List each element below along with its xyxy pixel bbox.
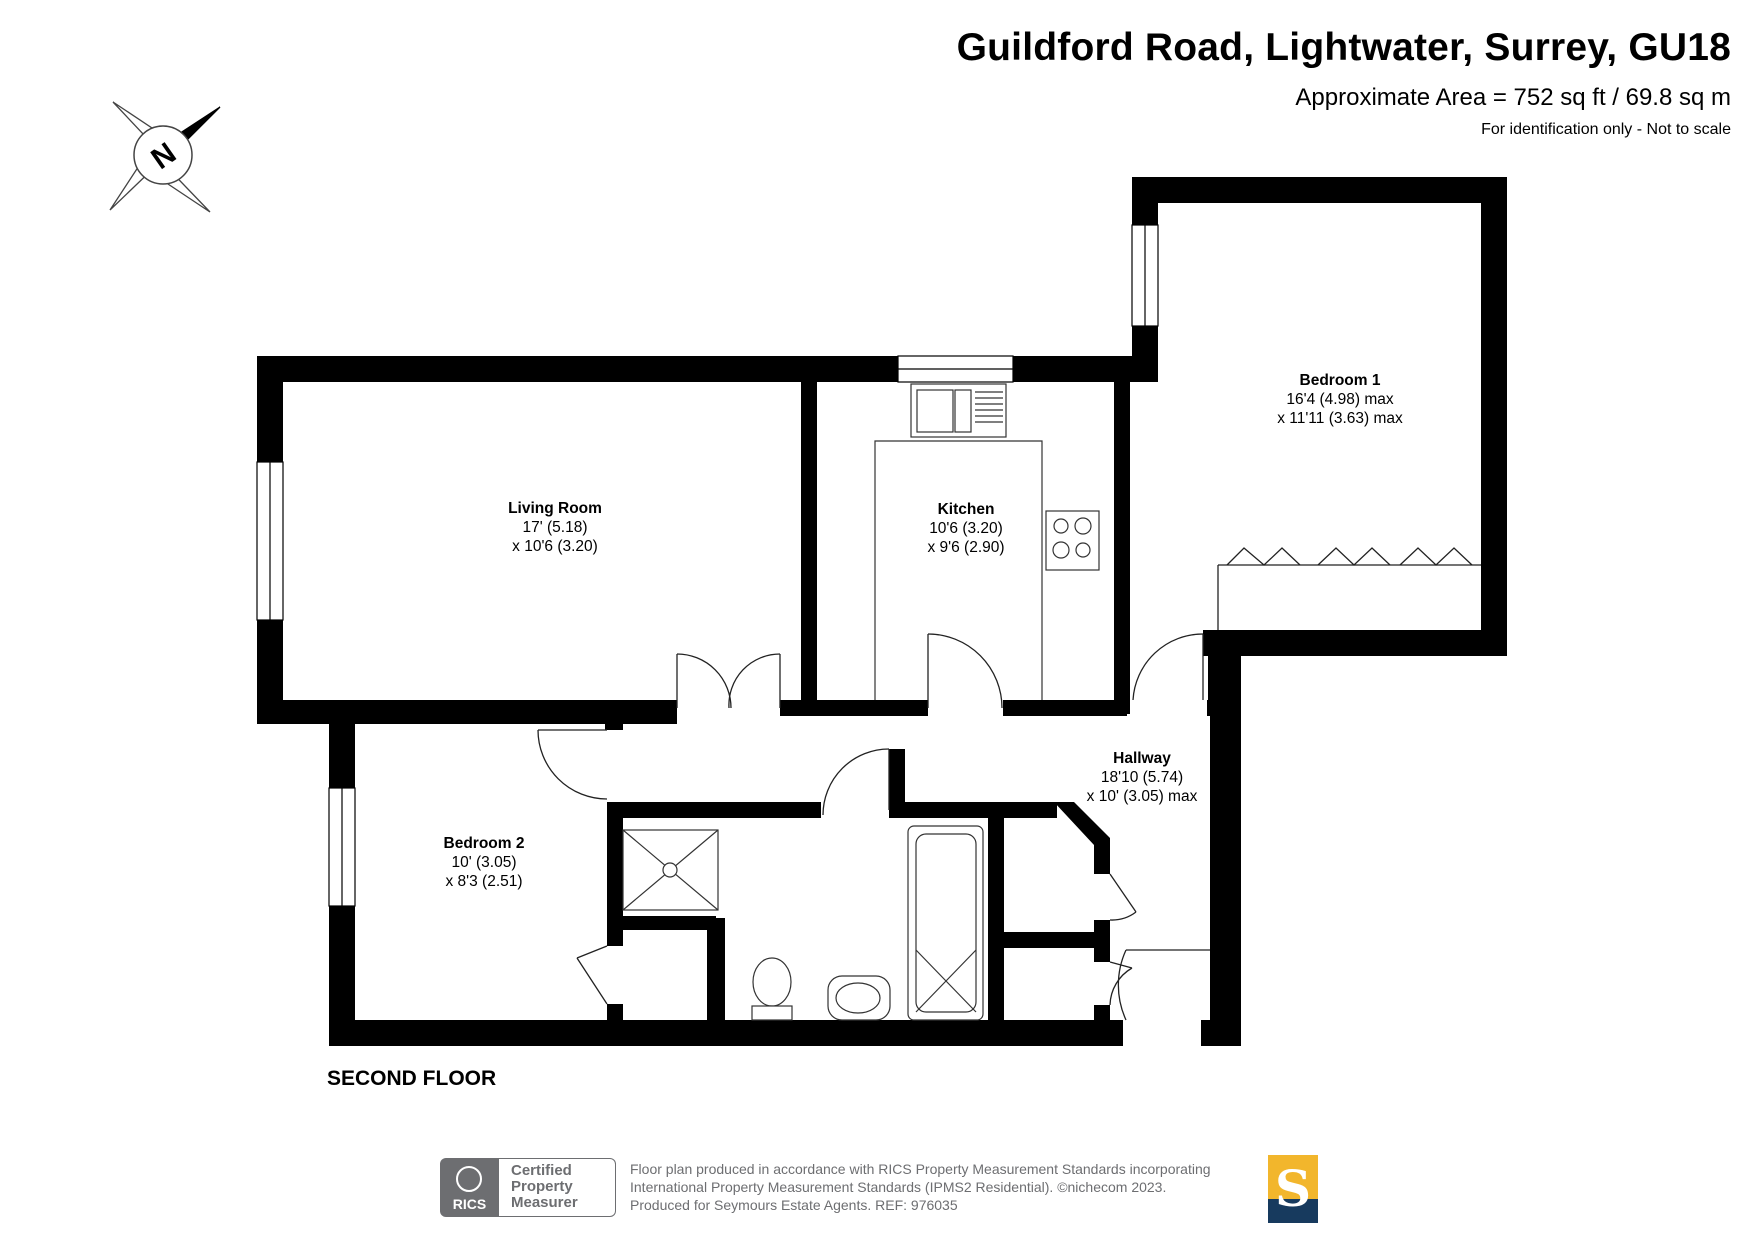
svg-text:x 8'3 (2.51): x 8'3 (2.51): [445, 873, 522, 890]
rics-word: RICS: [452, 1196, 487, 1212]
svg-text:Living Room: Living Room: [508, 500, 602, 517]
svg-text:18'10 (5.74): 18'10 (5.74): [1101, 769, 1183, 786]
doors: [537, 547, 1481, 1021]
rics-cert-text: Certified Property Measurer: [511, 1162, 578, 1211]
rics-logo-icon: RICS: [440, 1158, 499, 1217]
room-label-hallway: Hallway 18'10 (5.74) x 10' (3.05) max: [1087, 750, 1198, 805]
north-compass-icon: N: [109, 101, 221, 213]
svg-text:17' (5.18): 17' (5.18): [523, 519, 588, 536]
approximate-area: Approximate Area = 752 sq ft / 69.8 sq m: [1295, 84, 1731, 111]
svg-text:Bedroom 2: Bedroom 2: [444, 835, 525, 852]
hob-icon: [1045, 510, 1100, 571]
svg-text:Kitchen: Kitchen: [938, 501, 995, 518]
svg-text:x 9'6 (2.90): x 9'6 (2.90): [927, 539, 1004, 556]
svg-text:x 10'6 (3.20): x 10'6 (3.20): [512, 538, 598, 555]
svg-text:Bedroom 1: Bedroom 1: [1300, 372, 1381, 389]
property-title: Guildford Road, Lightwater, Surrey, GU18: [956, 26, 1731, 69]
agent-logo-icon: S: [1268, 1155, 1318, 1223]
walls: [257, 177, 1507, 1046]
room-label-living-room: Living Room 17' (5.18) x 10'6 (3.20): [508, 500, 602, 555]
disclaimer-note: For identification only - Not to scale: [1481, 121, 1731, 138]
svg-text:x 10' (3.05) max: x 10' (3.05) max: [1087, 788, 1198, 805]
kitchen-counter: [874, 440, 1043, 700]
svg-text:16'4 (4.98) max: 16'4 (4.98) max: [1286, 391, 1393, 408]
fixtures: [622, 383, 1100, 1021]
footer-line-2: International Property Measurement Stand…: [630, 1179, 1167, 1195]
rics-cert-panel: Certified Property Measurer: [499, 1158, 616, 1217]
svg-text:x 11'11 (3.63) max: x 11'11 (3.63) max: [1277, 410, 1403, 427]
footer-line-1: Floor plan produced in accordance with R…: [630, 1161, 1211, 1177]
footer-text: Floor plan produced in accordance with R…: [630, 1160, 1211, 1214]
svg-text:10'6 (3.20): 10'6 (3.20): [929, 520, 1003, 537]
footer-line-3: Produced for Seymours Estate Agents. REF…: [630, 1197, 958, 1213]
rics-emblem-icon: [456, 1166, 482, 1192]
room-label-kitchen: Kitchen 10'6 (3.20) x 9'6 (2.90): [927, 501, 1004, 556]
floor-label: SECOND FLOOR: [327, 1067, 497, 1090]
room-label-bedroom-1: Bedroom 1 16'4 (4.98) max x 11'11 (3.63)…: [1277, 372, 1403, 427]
svg-text:10' (3.05): 10' (3.05): [452, 854, 517, 871]
rics-certified-badge: RICS Certified Property Measurer: [440, 1158, 617, 1217]
room-label-bedroom-2: Bedroom 2 10' (3.05) x 8'3 (2.51): [444, 835, 525, 890]
agent-logo-letter: S: [1274, 1159, 1312, 1218]
svg-text:Hallway: Hallway: [1113, 750, 1171, 767]
toilet-icon: [752, 957, 792, 1007]
windows: [256, 224, 1159, 907]
